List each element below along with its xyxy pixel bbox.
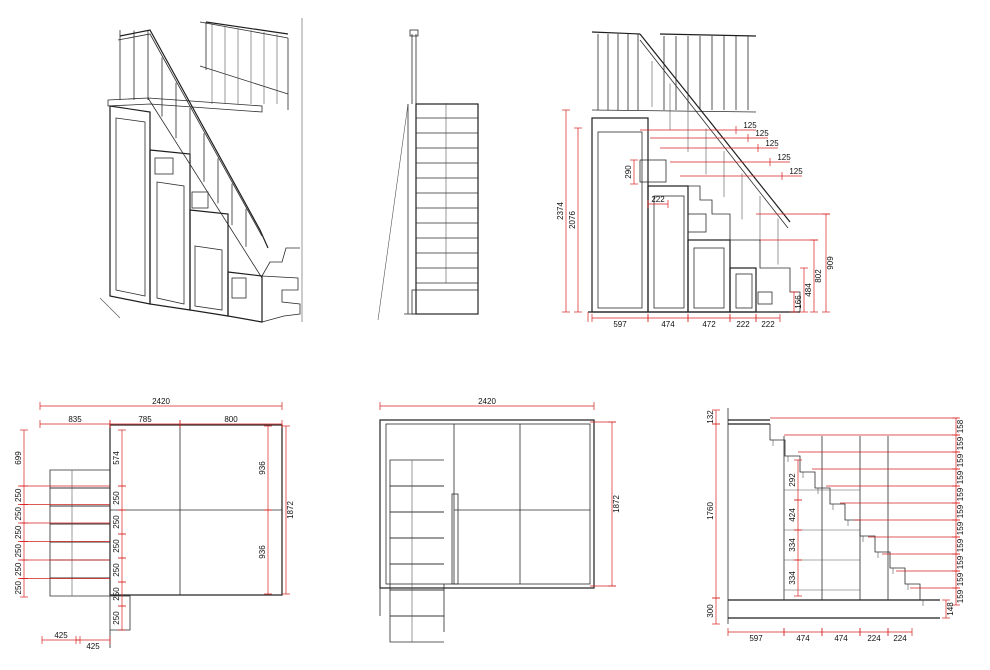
dimension-label: 125 <box>789 167 803 176</box>
dimension-label: 125 <box>743 121 757 130</box>
plan-middle-steps <box>389 459 444 643</box>
dimension-label: 159 <box>956 504 965 518</box>
dimension-label: 574 <box>112 451 121 465</box>
tread <box>389 537 444 565</box>
dimension-label: 802 <box>814 269 823 283</box>
dimension-label: 132 <box>706 410 715 424</box>
dimension-label: 1872 <box>286 501 295 519</box>
tread <box>49 487 110 507</box>
dimension-label: 159 <box>956 453 965 467</box>
dimension-label: 250 <box>14 507 23 521</box>
dimension-label: 334 <box>788 538 797 552</box>
dimension-label: 250 <box>112 539 121 553</box>
plan-view-left: 2420 835 785 800 699 250 250 250 250 250 250 574 250… <box>14 397 295 651</box>
dimension-label: 472 <box>702 320 716 329</box>
section-view-right: 132 1760 300 292 424 334 334 158 159 159 159 159 159… <box>706 408 965 643</box>
dimension-label: 159 <box>956 521 965 535</box>
dimension-label: 2076 <box>568 211 577 229</box>
perspective-balusters <box>119 24 278 247</box>
dimension-label: 597 <box>749 634 763 643</box>
dimension-label: 597 <box>613 320 627 329</box>
tread <box>49 541 110 561</box>
dimension-label: 159 <box>956 538 965 552</box>
perspective-view <box>99 18 303 323</box>
dimension-label: 250 <box>14 525 23 539</box>
dimension-label: 148 <box>946 602 955 616</box>
dimension-label: 166 <box>794 295 803 309</box>
dimension-label: 159 <box>956 589 965 603</box>
dimension-label: 159 <box>956 436 965 450</box>
dimension-label: 250 <box>14 562 23 576</box>
dimension-label: 800 <box>224 415 238 424</box>
dimension-label: 290 <box>624 165 633 179</box>
dimension-label: 158 <box>956 419 965 433</box>
tread <box>389 511 444 539</box>
dimension-label: 222 <box>761 320 775 329</box>
plan-left-dimension-lines: 2420 835 785 800 699 250 250 250 250 250 250 574 250… <box>14 397 295 651</box>
dimension-label: 159 <box>956 487 965 501</box>
dimension-label: 250 <box>112 515 121 529</box>
dimension-label: 292 <box>788 473 797 487</box>
step-profile <box>769 424 935 601</box>
dimension-label: 300 <box>706 604 715 618</box>
tread <box>49 505 110 525</box>
dimension-label: 1760 <box>706 502 715 520</box>
dimension-label: 159 <box>956 470 965 484</box>
dimension-label: 222 <box>651 195 665 204</box>
dimension-label: 424 <box>788 508 797 522</box>
side-elevation-view <box>377 29 479 321</box>
dimension-label: 250 <box>14 488 23 502</box>
dimension-label: 224 <box>867 634 881 643</box>
dimension-label: 785 <box>138 415 152 424</box>
side-step-lines <box>416 103 478 284</box>
tread <box>389 589 444 617</box>
dimension-label: 250 <box>112 587 121 601</box>
dimension-label: 159 <box>956 572 965 586</box>
dimension-label: 2420 <box>152 397 170 406</box>
dimension-label: 250 <box>14 581 23 595</box>
tread <box>49 559 110 579</box>
tread <box>389 485 444 513</box>
dimension-label: 250 <box>112 563 121 577</box>
tread <box>389 615 444 643</box>
tread <box>49 577 110 597</box>
dimension-label: 936 <box>258 545 267 559</box>
dimension-label: 224 <box>893 634 907 643</box>
plan-view-middle: 2420 1872 <box>379 397 621 643</box>
dimension-label: 125 <box>765 139 779 148</box>
dimension-label: 425 <box>54 631 68 640</box>
dimension-label: 250 <box>14 544 23 558</box>
dimension-label: 222 <box>736 320 750 329</box>
dimension-label: 334 <box>788 571 797 585</box>
dimension-label: 250 <box>112 611 121 625</box>
dimension-label: 936 <box>258 461 267 475</box>
tread <box>389 459 444 487</box>
dimension-label: 484 <box>804 283 813 297</box>
dimension-label: 699 <box>14 451 23 465</box>
dimension-label: 125 <box>755 129 769 138</box>
tread <box>389 563 444 591</box>
dimension-label: 159 <box>956 555 965 569</box>
dimension-label: 474 <box>661 320 675 329</box>
dimension-label: 250 <box>112 491 121 505</box>
dimension-label: 425 <box>86 642 100 651</box>
tread <box>49 523 110 543</box>
dimension-label: 835 <box>68 415 82 424</box>
dimension-label: 909 <box>826 256 835 270</box>
dimension-label: 2374 <box>556 202 565 220</box>
dimension-label: 474 <box>834 634 848 643</box>
plan-middle-dimension-lines: 2420 1872 <box>379 397 621 587</box>
section-dimension-lines: 132 1760 300 292 424 334 334 158 159 159 159 159 159… <box>706 409 965 643</box>
tread <box>49 469 110 489</box>
dimension-label: 125 <box>777 153 791 162</box>
front-balusters <box>597 34 779 265</box>
dimension-label: 474 <box>796 634 810 643</box>
dimension-label: 2420 <box>478 397 496 406</box>
dimension-label: 1872 <box>612 495 621 513</box>
